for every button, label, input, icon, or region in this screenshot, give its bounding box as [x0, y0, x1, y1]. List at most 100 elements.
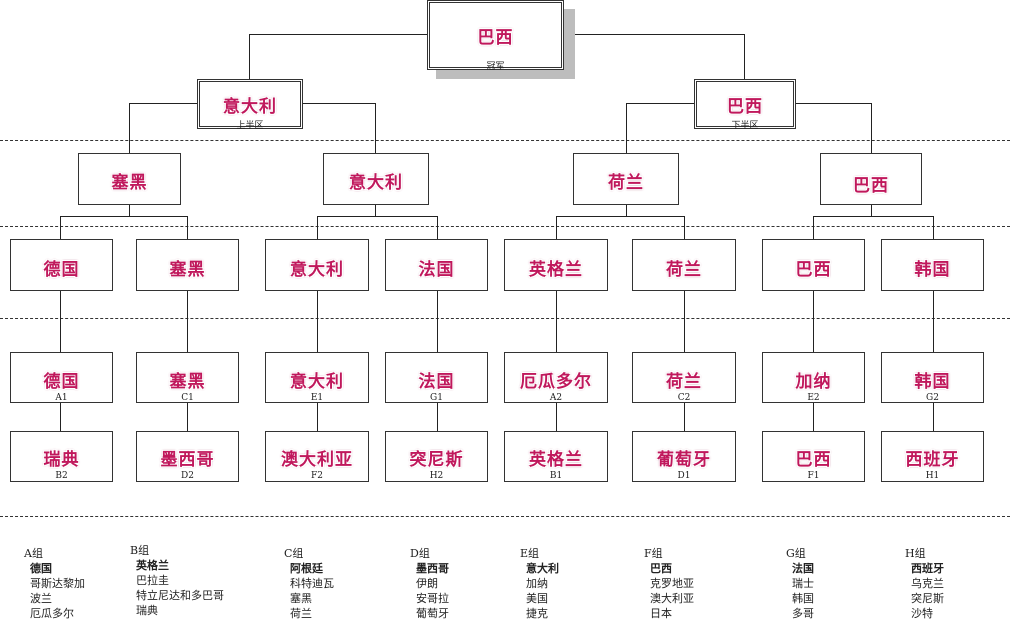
seed-code: A1	[55, 393, 68, 403]
group-team: 伊朗	[416, 577, 438, 590]
separator	[0, 318, 1010, 319]
group-seed-box: 荷兰 C2	[632, 352, 736, 403]
seed-code: C2	[677, 393, 691, 403]
quarter-box: 塞黑	[78, 153, 181, 205]
group-seed-box: 德国 A1	[10, 352, 113, 403]
seed-team: 厄瓜多尔	[520, 372, 592, 392]
connector	[129, 205, 130, 216]
semi-box-bottom: 巴西 下半区	[694, 79, 796, 131]
round16-team: 意大利	[290, 260, 344, 280]
champion-label: 冠军	[486, 62, 505, 72]
seed-team: 西班牙	[905, 450, 960, 470]
quarter-box: 意大利	[323, 153, 429, 205]
seed-code: B2	[55, 471, 68, 481]
group-name: E组	[520, 547, 540, 560]
quarter-team: 荷兰	[608, 173, 644, 193]
group-name: A组	[24, 547, 43, 560]
seed-team: 瑞典	[43, 450, 80, 470]
quarter-team: 巴西	[853, 176, 889, 196]
seed-team: 意大利	[290, 372, 344, 392]
group-team: 波兰	[30, 592, 52, 605]
group-team: 澳大利亚	[650, 592, 694, 605]
group-list: E组 意大利 加纳 美国 捷克	[520, 546, 559, 621]
seed-code: H1	[925, 471, 940, 481]
round16-team: 英格兰	[529, 260, 583, 280]
group-seed-box: 澳大利亚 F2	[265, 431, 369, 482]
group-team: 加纳	[526, 577, 548, 590]
round16-box: 英格兰	[504, 239, 608, 291]
connector	[556, 216, 557, 239]
separator	[0, 516, 1010, 517]
round16-team: 德国	[43, 260, 80, 280]
group-name: H组	[905, 547, 926, 560]
seed-team: 韩国	[914, 372, 951, 392]
group-team: 捷克	[526, 607, 548, 620]
seed-code: D2	[181, 471, 194, 481]
group-seed-box: 巴西 F1	[762, 431, 865, 482]
seed-code: E2	[807, 393, 820, 403]
group-name: G组	[786, 547, 806, 560]
seed-code: G1	[430, 393, 443, 403]
connector	[437, 216, 438, 239]
quarter-team: 意大利	[349, 173, 403, 193]
group-team: 巴西	[650, 562, 672, 575]
connector	[813, 216, 933, 217]
seed-team: 法国	[418, 372, 455, 392]
group-team: 韩国	[792, 592, 814, 605]
group-team: 瑞典	[136, 604, 158, 617]
separator	[0, 140, 1010, 141]
connector	[556, 216, 684, 217]
seed-team: 加纳	[795, 372, 832, 392]
connector	[375, 205, 376, 216]
round16-box: 德国	[10, 239, 113, 291]
round16-team: 巴西	[795, 260, 832, 280]
semi-team-bottom: 巴西	[727, 97, 763, 117]
round16-team: 荷兰	[666, 260, 702, 280]
round16-box: 塞黑	[136, 239, 239, 291]
connector	[249, 34, 427, 35]
group-list: H组 西班牙 乌克兰 突尼斯 沙特	[905, 546, 944, 621]
group-list: A组 德国 哥斯达黎加 波兰 厄瓜多尔	[24, 546, 85, 621]
group-seed-box: 加纳 E2	[762, 352, 865, 403]
group-list: D组 墨西哥 伊朗 安哥拉 葡萄牙	[410, 546, 449, 621]
connector	[684, 216, 685, 239]
connector	[933, 216, 934, 239]
connector	[249, 34, 250, 80]
round16-box: 荷兰	[632, 239, 736, 291]
round16-team: 韩国	[914, 260, 951, 280]
seed-code: E1	[310, 393, 324, 403]
connector	[563, 34, 744, 35]
group-name: D组	[410, 547, 430, 560]
group-team: 西班牙	[911, 562, 944, 575]
group-team: 安哥拉	[416, 592, 449, 605]
group-name: B组	[130, 544, 150, 557]
group-team: 突尼斯	[911, 592, 944, 605]
connector	[871, 205, 872, 216]
group-seed-box: 瑞典 B2	[10, 431, 113, 482]
connector	[626, 103, 627, 153]
group-name: F组	[644, 547, 663, 560]
round16-team: 塞黑	[169, 260, 206, 280]
seed-team: 巴西	[795, 450, 832, 470]
connector	[317, 216, 318, 239]
group-seed-box: 墨西哥 D2	[136, 431, 239, 482]
seed-team: 突尼斯	[409, 450, 464, 470]
seed-code: C1	[181, 393, 194, 403]
group-team: 法国	[792, 562, 814, 575]
seed-team: 荷兰	[666, 372, 702, 392]
seed-team: 塞黑	[169, 372, 206, 392]
group-list: B组 英格兰 巴拉圭 特立尼达和多巴哥 瑞典	[130, 543, 224, 618]
group-seed-box: 塞黑 C1	[136, 352, 239, 403]
connector	[187, 216, 188, 239]
group-seed-box: 西班牙 H1	[881, 431, 984, 482]
group-team: 科特迪瓦	[290, 577, 334, 590]
semi-team-top: 意大利	[223, 97, 277, 117]
seed-code: D1	[677, 471, 691, 481]
connector	[744, 34, 745, 80]
group-list: G组 法国 瑞士 韩国 多哥	[786, 546, 814, 621]
group-team: 墨西哥	[416, 562, 449, 575]
round16-box: 法国	[385, 239, 488, 291]
group-name: C组	[284, 547, 304, 560]
connector	[871, 103, 872, 153]
group-team: 哥斯达黎加	[30, 577, 85, 590]
